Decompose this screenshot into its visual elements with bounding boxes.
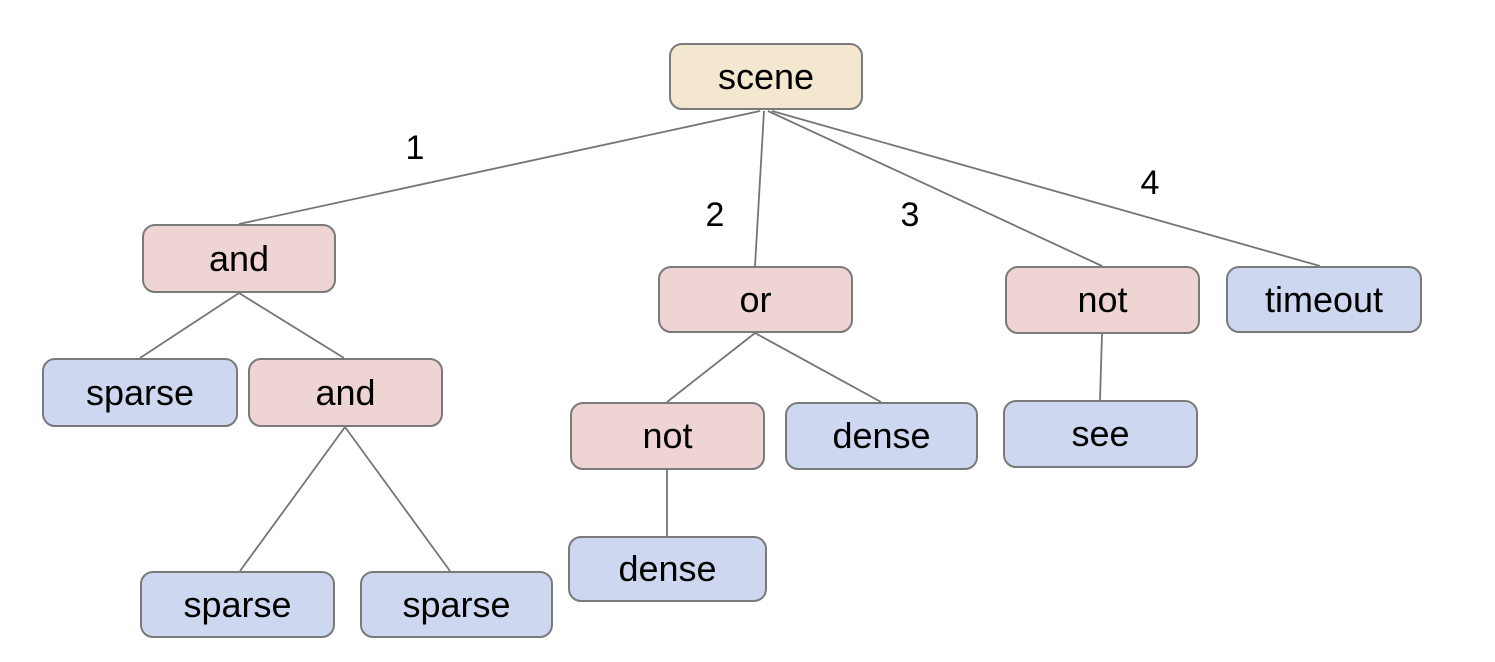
edge-and1-and2 — [238, 292, 345, 359]
node-sparse-2: sparse — [140, 571, 335, 638]
node-not-2: not — [570, 402, 765, 470]
node-dense-1: dense — [785, 402, 978, 470]
node-and-2: and — [248, 358, 443, 427]
edge-scene-or1 — [754, 110, 765, 267]
node-dense-2: dense — [568, 536, 767, 602]
edge-or1-not2 — [666, 332, 756, 403]
edge-or1-dense1 — [754, 332, 882, 403]
edge-scene-timeout — [771, 110, 1321, 267]
edge-label-1: 1 — [405, 129, 425, 167]
node-sparse-3: sparse — [360, 571, 553, 638]
edge-label-2: 2 — [705, 196, 725, 234]
edge-not1-see — [1099, 333, 1103, 401]
node-sparse-1: sparse — [42, 358, 238, 427]
node-timeout: timeout — [1226, 266, 1422, 333]
node-or-1: or — [658, 266, 853, 333]
edge-and2-sparse2 — [239, 426, 346, 572]
edge-label-3: 3 — [900, 196, 920, 234]
edge-and1-sparse1 — [139, 292, 240, 359]
edge-scene-and1 — [238, 110, 761, 225]
edge-scene-not1 — [767, 110, 1103, 267]
edge-label-4: 4 — [1140, 164, 1160, 202]
node-and-1: and — [142, 224, 336, 293]
node-see: see — [1003, 400, 1198, 468]
edge-and2-sparse3 — [344, 426, 451, 572]
node-not-1: not — [1005, 266, 1200, 334]
node-scene: scene — [669, 43, 863, 110]
